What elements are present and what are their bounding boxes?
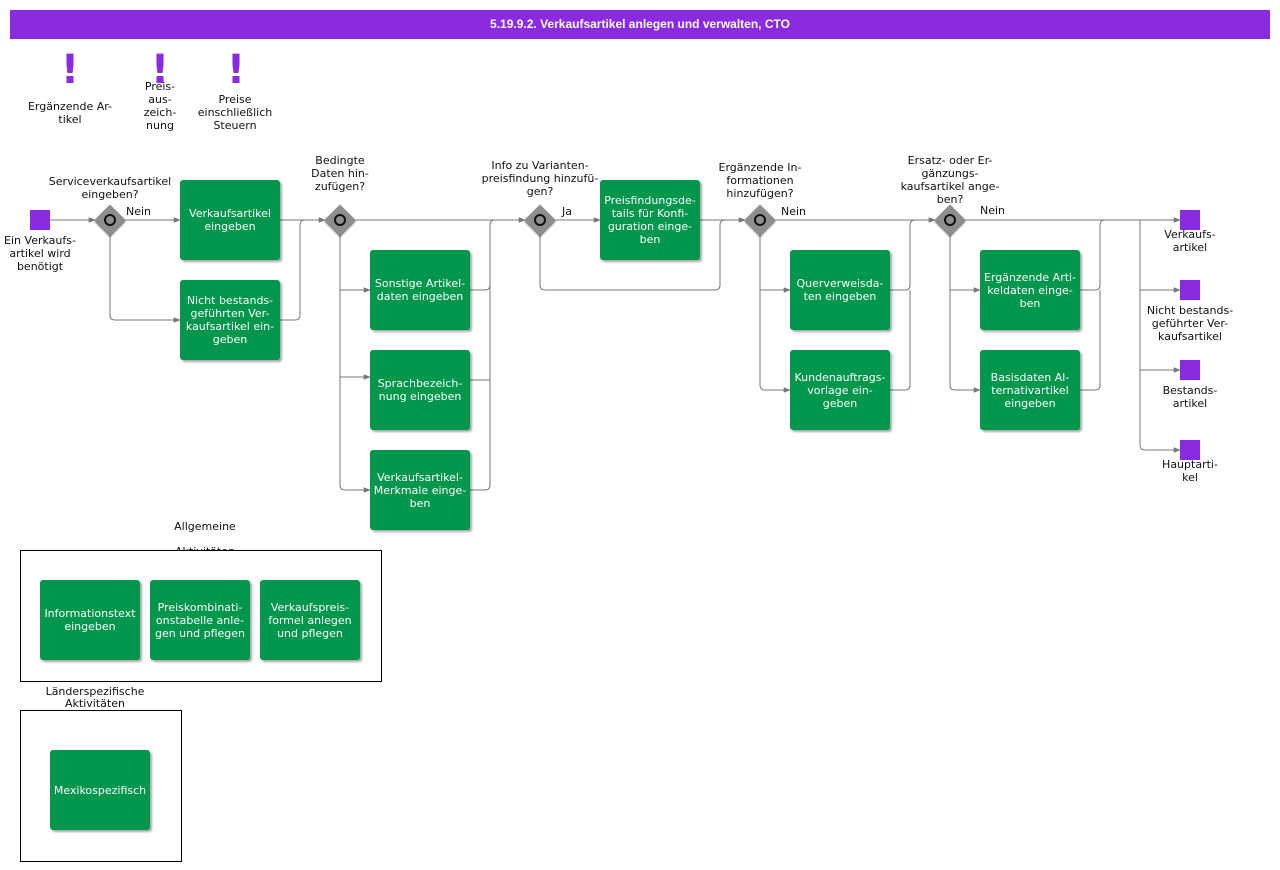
end-event-label: Nicht bestands- geführter Ver- kaufsarti…	[1146, 304, 1234, 343]
gateway-label: Info zu Varianten- preisfindung hinzufü-…	[481, 159, 599, 198]
note-label: Preise einschließlich Steuern	[197, 93, 273, 132]
end-event-bestandsartikel[interactable]	[1180, 360, 1200, 380]
note-label: Ergänzende Ar- tikel	[27, 100, 113, 126]
task-kundenauftragsvorlage[interactable]: Kundenauftrags- vorlage ein- geben	[790, 350, 890, 430]
gateway-label: Ersatz- oder Er- gänzungs- kaufsartikel …	[900, 154, 1000, 206]
task-basisdaten-alternativartikel[interactable]: Basisdaten Al- ternativartikel eingeben	[980, 350, 1080, 430]
end-event-hauptartikel[interactable]	[1180, 440, 1200, 460]
edge-label-nein: Nein	[126, 205, 152, 218]
page-title: 5.19.9.2. Verkaufsartikel anlegen und ve…	[10, 10, 1270, 39]
start-event[interactable]	[30, 210, 50, 230]
task-preiskombinationstabelle[interactable]: Preiskombinati- onstabelle anle- gen und…	[150, 580, 250, 660]
task-ergaenzende-artikeldaten[interactable]: Ergänzende Arti- keldaten einge- ben	[980, 250, 1080, 330]
start-event-label: Ein Verkaufs- artikel wird benötigt	[4, 234, 76, 273]
end-event-label: Bestands- artikel	[1162, 384, 1218, 410]
task-preisfindungsdetails[interactable]: Preisfindungsde- tails für Konfi- gurati…	[600, 180, 700, 260]
task-verkaufsartikel-merkmale[interactable]: Verkaufsartikel- Merkmale einge- ben	[370, 450, 470, 530]
task-sonstige-artikeldaten[interactable]: Sonstige Artikel- daten eingeben	[370, 250, 470, 330]
task-mexikospezifisch[interactable]: Mexikospezifisch	[50, 750, 150, 830]
note-label: Preis- aus- zeich- nung	[143, 80, 177, 132]
note-exclamation-icon: !	[150, 47, 170, 93]
edge-label-nein: Nein	[781, 205, 807, 218]
end-event-verkaufsartikel[interactable]	[1180, 210, 1200, 230]
task-querverweisdaten[interactable]: Querverweisda- ten eingeben	[790, 250, 890, 330]
gateway-label: Bedingte Daten hin- zufügen?	[311, 154, 369, 193]
gateway-label: Serviceverkaufsartikel eingeben?	[48, 175, 172, 201]
task-verkaufspreisformel[interactable]: Verkaufspreis- formel anlegen und pflege…	[260, 580, 360, 660]
group-label-laender: Länderspezifische Aktivitäten	[45, 685, 145, 710]
end-event-label: Verkaufs- artikel	[1164, 228, 1216, 254]
task-sprachbezeichnung[interactable]: Sprachbezeich- nung eingeben	[370, 350, 470, 430]
edge-label-ja: Ja	[562, 205, 572, 218]
end-event-label: Hauptarti- kel	[1162, 458, 1218, 484]
note-exclamation-icon: !	[60, 47, 80, 93]
note-exclamation-icon: !	[226, 47, 246, 93]
task-nicht-bestands[interactable]: Nicht bestands- geführten Ver- kaufsarti…	[180, 280, 280, 360]
task-informationstext[interactable]: Informationstext eingeben	[40, 580, 140, 660]
end-event-nicht-bestands[interactable]	[1180, 280, 1200, 300]
task-verkaufsartikel-eingeben[interactable]: Verkaufsartikel eingeben	[180, 180, 280, 260]
gateway-label: Ergänzende In- formationen hinzufügen?	[718, 161, 802, 200]
edge-label-nein: Nein	[980, 204, 1006, 217]
